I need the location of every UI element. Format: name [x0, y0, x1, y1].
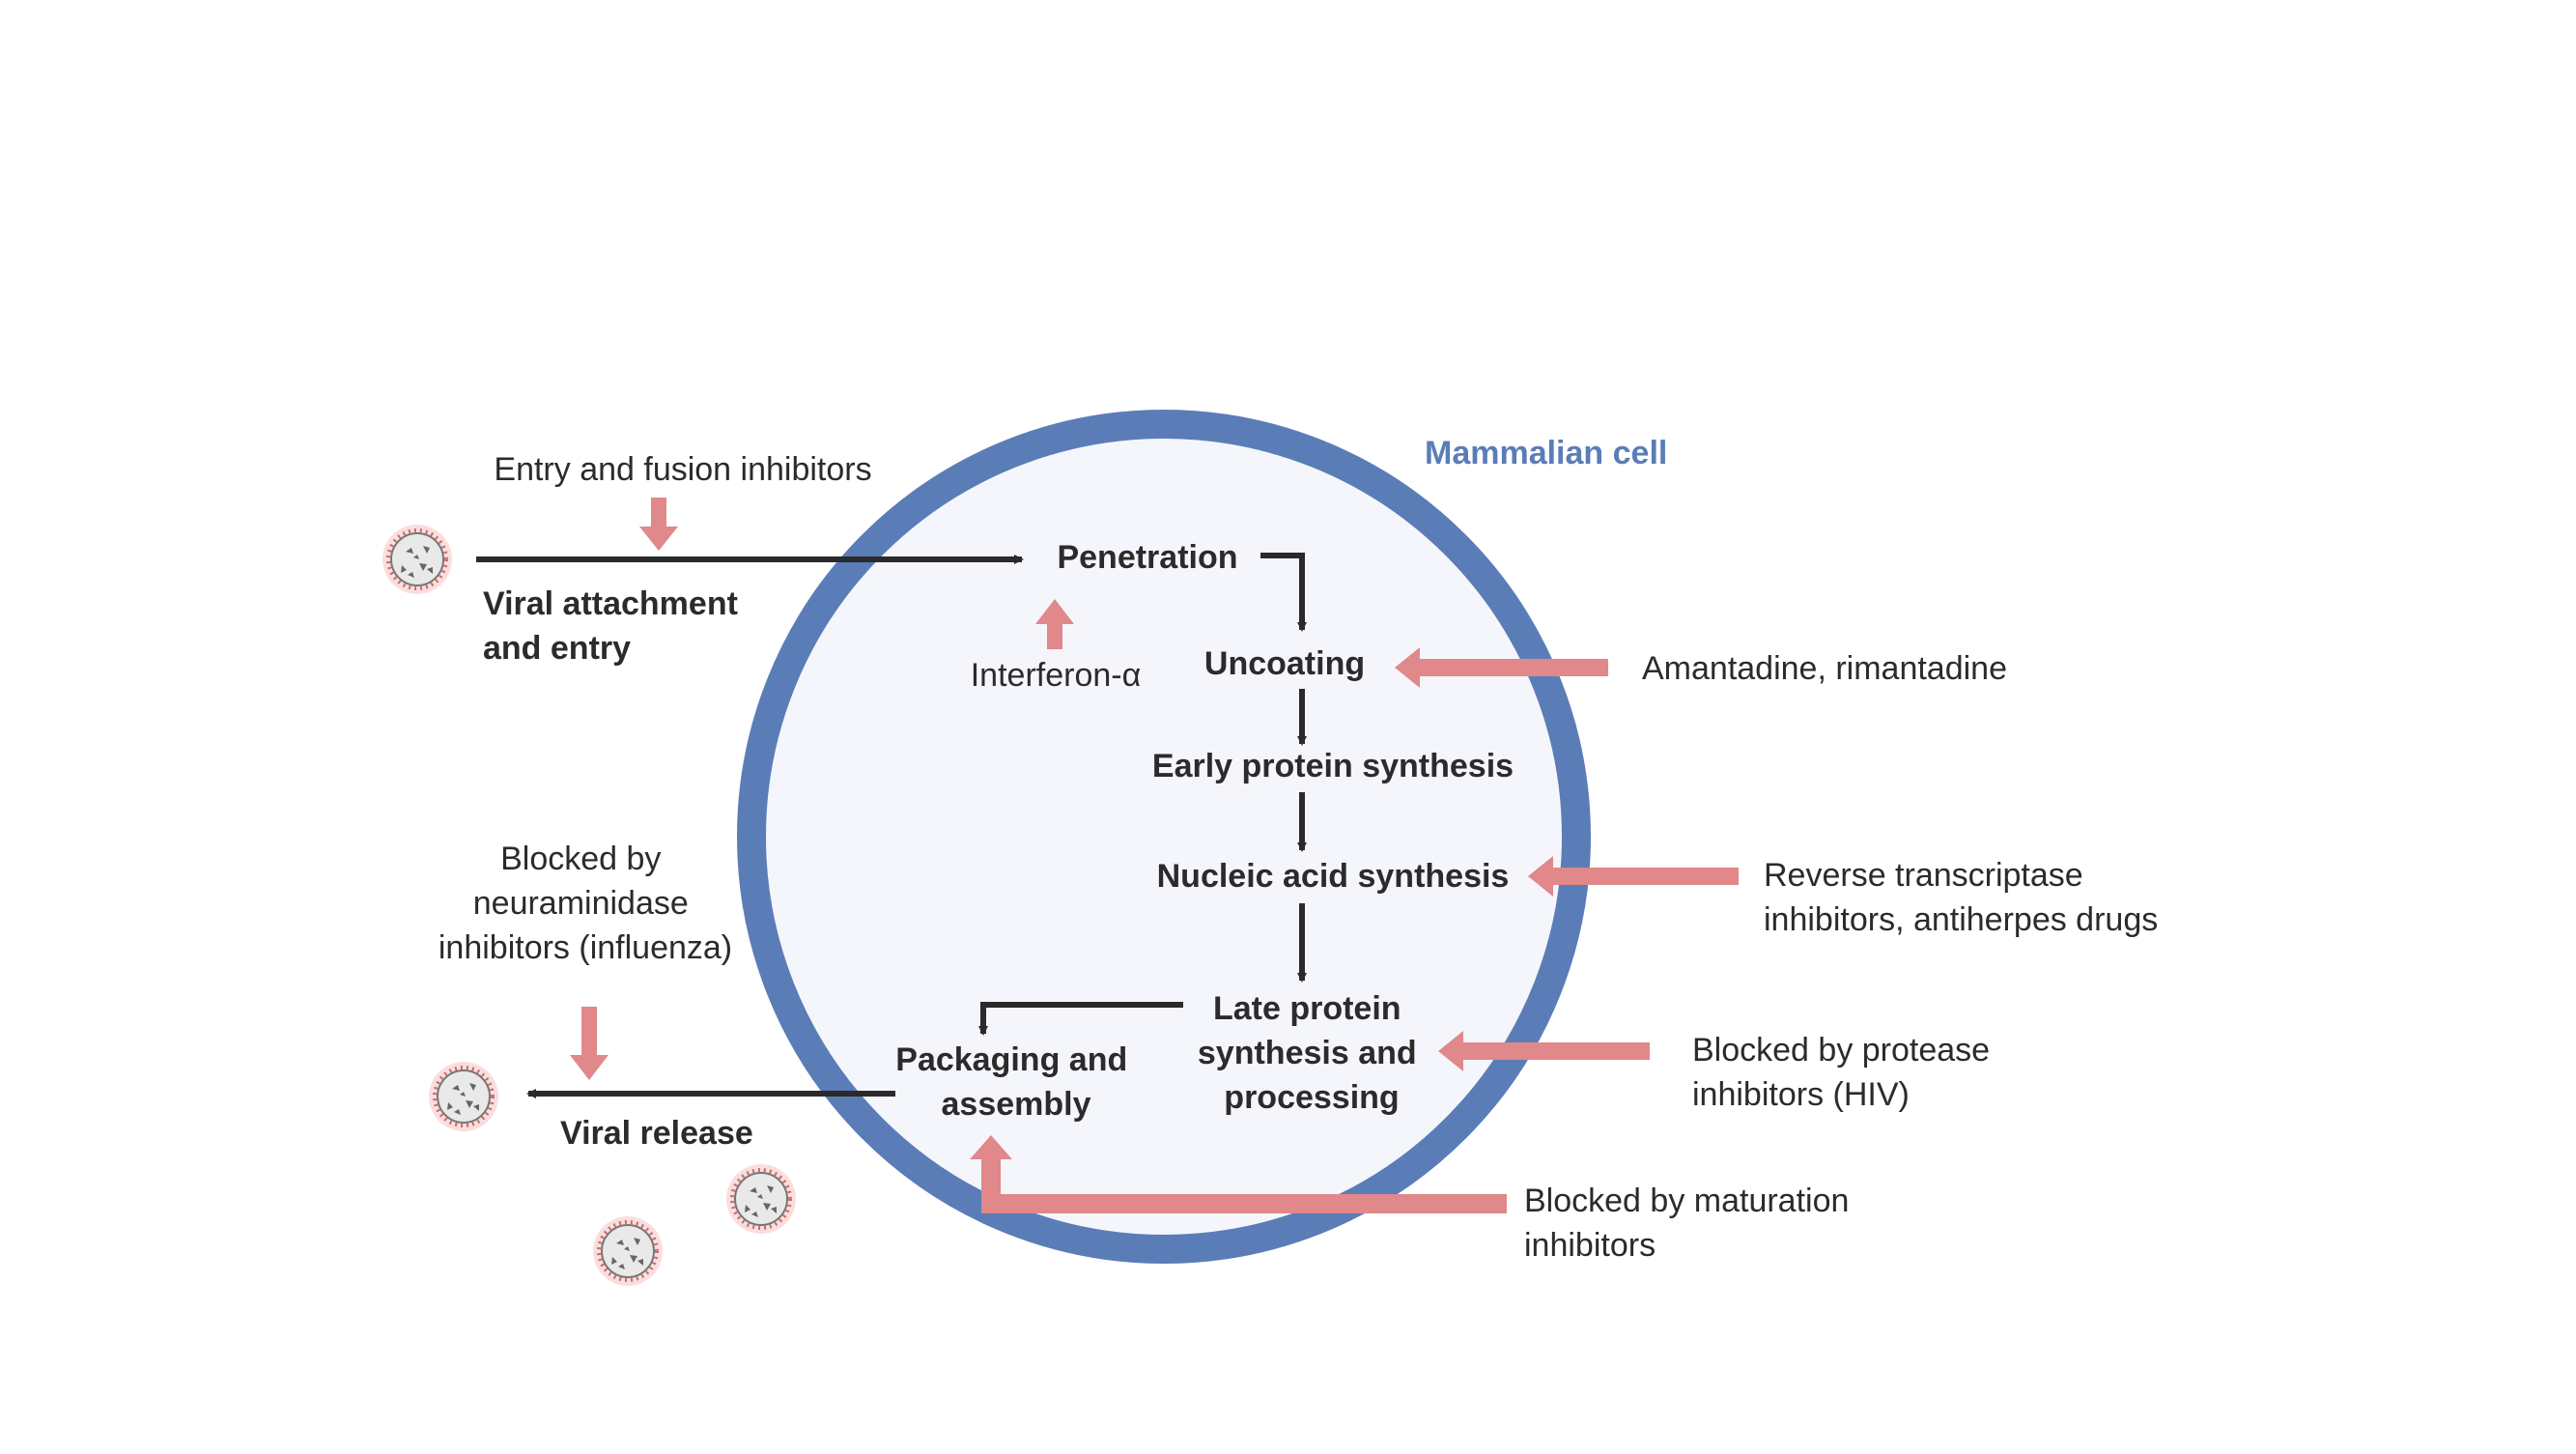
- step-late-protein-line: Late protein: [1213, 990, 1401, 1027]
- label-reverse-transcriptase-line: Reverse transcriptase: [1764, 857, 2083, 894]
- label-protease-line: Blocked by protease: [1692, 1032, 1990, 1069]
- mammalian-cell: [737, 410, 1591, 1264]
- label-maturation-line: Blocked by maturation: [1524, 1183, 1849, 1219]
- label-protease-line: inhibitors (HIV): [1692, 1076, 1910, 1113]
- step-packaging-line: Packaging and: [895, 1041, 1127, 1078]
- inhibitor-arrow-protease: [1438, 1031, 1650, 1071]
- cell-label: Mammalian cell: [1425, 435, 1667, 471]
- inhibitor-arrow-neuraminidase: [570, 1007, 609, 1080]
- label-protease-inhibitors: Blocked by protease inhibitors (HIV): [1692, 1032, 1999, 1113]
- inhibitor-arrow-maturation: [970, 1135, 1507, 1213]
- virus-icon: [381, 523, 454, 596]
- inhibitor-arrow-interferon: [1035, 599, 1074, 649]
- label-neuraminidase-inhibitors: Blocked by neuraminidase inhibitors (inf…: [439, 841, 732, 966]
- label-entry-fusion-inhibitors: Entry and fusion inhibitors: [494, 451, 871, 488]
- step-packaging-assembly: Packaging and assembly: [895, 1041, 1136, 1123]
- step-viral-attachment: Viral attachment and entry: [483, 585, 747, 667]
- label-maturation-line: inhibitors: [1524, 1227, 1656, 1264]
- label-interferon-alpha: Interferon-α: [971, 657, 1142, 694]
- label-reverse-transcriptase: Reverse transcriptase inhibitors, antihe…: [1764, 857, 2158, 938]
- step-late-protein: Late protein synthesis and processing: [1198, 990, 1426, 1116]
- label-reverse-transcriptase-line: inhibitors, antiherpes drugs: [1764, 901, 2158, 938]
- label-neuraminidase-line: neuraminidase: [473, 885, 689, 922]
- inhibitor-arrow-entry-fusion: [639, 498, 678, 551]
- label-maturation-inhibitors: Blocked by maturation inhibitors: [1524, 1183, 1858, 1264]
- inhibitor-arrow-amantadine: [1395, 647, 1608, 688]
- label-neuraminidase-line: inhibitors (influenza): [439, 929, 732, 966]
- flow-arrow-penetration-to-uncoating: [1260, 553, 1307, 632]
- virus-icon: [724, 1162, 798, 1236]
- virus-icon: [427, 1060, 500, 1133]
- label-neuraminidase-line: Blocked by: [500, 841, 661, 877]
- flow-arrow-late-protein-to-packaging: [978, 1002, 1183, 1036]
- step-attachment-line: and entry: [483, 630, 631, 667]
- virus-icon: [591, 1214, 665, 1288]
- step-attachment-line: Viral attachment: [483, 585, 738, 622]
- inhibitor-arrow-reverse-transcriptase: [1528, 856, 1739, 897]
- step-late-protein-line: synthesis and: [1198, 1035, 1417, 1071]
- label-amantadine: Amantadine, rimantadine: [1642, 650, 2007, 687]
- step-viral-release: Viral release: [560, 1115, 753, 1152]
- step-nucleic-acid-synthesis: Nucleic acid synthesis: [1157, 858, 1510, 895]
- step-packaging-line: assembly: [942, 1086, 1091, 1123]
- step-early-protein-synthesis: Early protein synthesis: [1152, 748, 1514, 784]
- step-uncoating: Uncoating: [1204, 645, 1365, 682]
- step-penetration: Penetration: [1057, 539, 1237, 576]
- step-late-protein-line: processing: [1224, 1079, 1399, 1116]
